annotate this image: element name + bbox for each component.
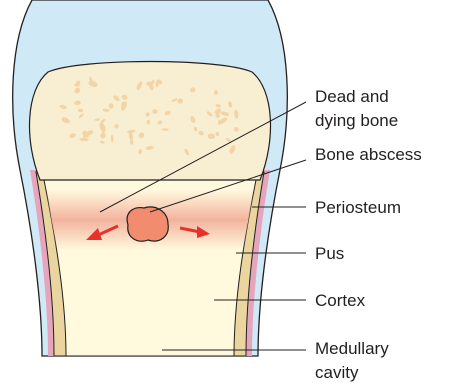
label-medullary-line1: Medullary — [315, 339, 389, 358]
label-cortex: Cortex — [315, 291, 366, 310]
label-dead-bone-line1: Dead and — [315, 87, 389, 106]
label-dead-bone-line2: dying bone — [315, 111, 398, 130]
label-periosteum: Periosteum — [315, 198, 401, 217]
bone-spot — [111, 135, 114, 143]
label-medullary-line2: cavity — [315, 363, 359, 382]
bone-abscess-shape — [127, 207, 168, 241]
label-pus: Pus — [315, 244, 344, 263]
label-bone-abscess: Bone abscess — [315, 145, 422, 164]
bone-spot — [162, 128, 169, 131]
